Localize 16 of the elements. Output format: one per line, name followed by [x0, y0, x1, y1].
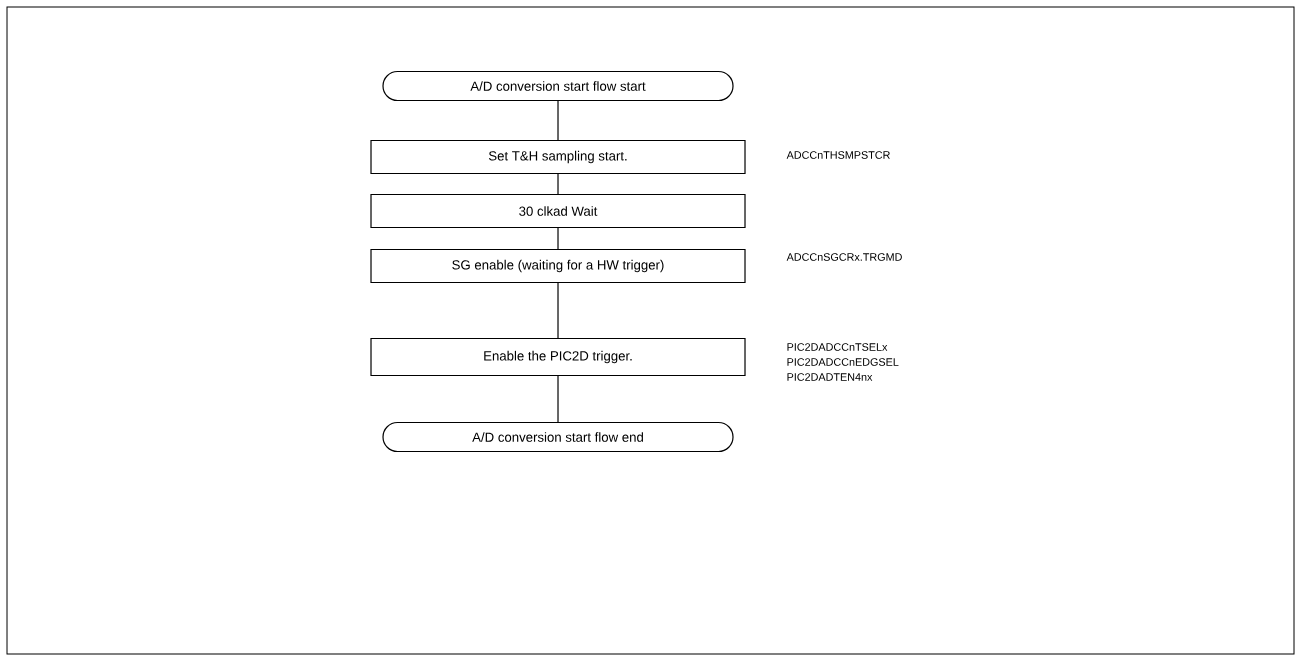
register-name: PIC2DADTEN4nx: [787, 373, 873, 381]
register-name: ADCCnTHSMPSTCR: [786, 151, 890, 159]
process-box: Enable the PIC2D trigger.: [370, 337, 746, 377]
connector-line: [557, 375, 559, 423]
terminal-box: A/D conversion start flow end: [382, 421, 734, 453]
register-name: ADCCnSGCRx.TRGMD: [786, 253, 902, 261]
connector-line: [557, 173, 559, 195]
register-name: PIC2DADCCnEDGSEL: [787, 358, 899, 366]
connector-line: [557, 100, 559, 141]
process-box: Set T&H sampling start.: [370, 139, 746, 175]
process-box: SG enable (waiting for a HW trigger): [370, 248, 746, 284]
connector-line: [557, 282, 559, 339]
process-box: 30 clkad Wait: [370, 193, 746, 229]
terminal-box: A/D conversion start flow start: [382, 70, 734, 102]
connector-line: [557, 227, 559, 250]
register-name: PIC2DADCCnTSELx: [787, 343, 888, 351]
